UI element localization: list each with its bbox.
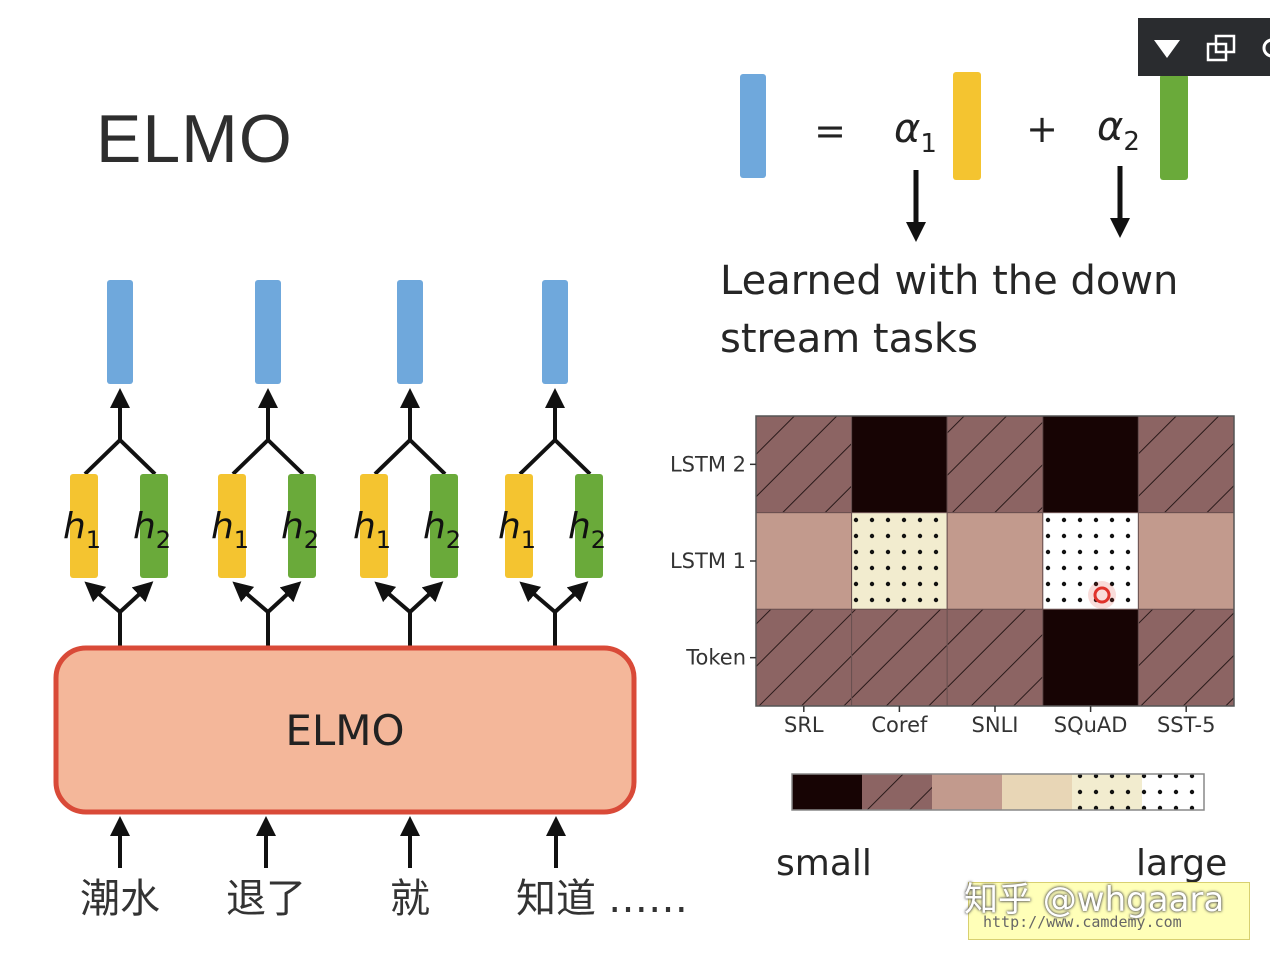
output-vector	[542, 280, 568, 384]
heatmap-cell	[1137, 512, 1235, 610]
heatmap-cell	[1042, 512, 1139, 610]
layer1-vector-yellow	[953, 72, 981, 180]
hidden-state-label: h2	[133, 506, 171, 554]
input-token: 就	[390, 876, 430, 922]
heatmap-cell	[1137, 415, 1235, 514]
heatmap-cell	[946, 512, 1044, 610]
heatmap-row-label: LSTM 1	[670, 549, 746, 573]
camtasia-badge: http://www.camdemy.com	[968, 882, 1250, 940]
forward-hidden-h1	[360, 474, 388, 578]
heatmap-row-label: LSTM 2	[670, 452, 746, 476]
forward-hidden-h1	[218, 474, 246, 578]
backward-hidden-h2	[288, 474, 316, 578]
camtasia-url: http://www.camdemy.com	[983, 913, 1182, 931]
split-arrow-left	[519, 581, 557, 614]
split-arrow-right	[266, 581, 302, 614]
cursor-indicator	[1093, 586, 1111, 604]
heatmap-cell	[946, 608, 1044, 707]
heatmap-cell	[755, 608, 853, 707]
heatmap-col-label: SRL	[784, 713, 824, 737]
input-token: ……	[608, 876, 688, 922]
layer-weight-heatmap: LSTM 2 LSTM 1 Token SRL Coref SNLI SQuAD SST-5	[670, 415, 1235, 811]
merge-lines	[83, 437, 157, 476]
heatmap-col-label: SST-5	[1157, 713, 1216, 737]
split-arrow-left	[374, 581, 412, 614]
elmo-encoder-box	[53, 645, 637, 815]
output-vector	[397, 280, 423, 384]
legend-large-label: large	[1136, 843, 1228, 884]
input-token: 潮水	[80, 876, 160, 922]
forward-hidden-h1	[505, 474, 533, 578]
layer2-vector-green	[1160, 74, 1188, 180]
input-token: 知道	[516, 876, 596, 922]
backward-hidden-h2	[430, 474, 458, 578]
heatmap-cell	[851, 608, 948, 707]
heatmap-cell	[851, 512, 948, 610]
plus-sign: +	[1026, 107, 1058, 151]
heatmap-cell	[946, 415, 1044, 514]
heatmap-cell	[851, 415, 948, 514]
elmo-encoder-label: ELMO	[285, 706, 404, 755]
merge-lines	[231, 437, 305, 476]
output-vector	[107, 280, 133, 384]
backward-hidden-h2	[575, 474, 603, 578]
split-arrow-right	[408, 581, 444, 614]
backward-hidden-h2	[140, 474, 168, 578]
result-vector-blue	[740, 74, 766, 178]
heatmap-cell	[1042, 415, 1139, 514]
slide-title: ELMO	[96, 101, 293, 177]
learned-note: Learned with the down stream tasks	[720, 252, 1178, 368]
heatmap-cell	[755, 512, 853, 610]
alpha1-symbol: α1	[894, 106, 937, 159]
heatmap-legend	[791, 773, 1205, 811]
heatmap-col-label: Coref	[871, 713, 928, 737]
settings-icon[interactable]	[1262, 38, 1270, 58]
split-arrow-left	[84, 581, 122, 614]
heatmap-cell	[1042, 608, 1139, 707]
heatmap-cell	[755, 415, 853, 514]
input-token: 退了	[226, 876, 306, 922]
output-vector	[255, 280, 281, 384]
legend-small-label: small	[776, 843, 872, 884]
alpha2-symbol: α2	[1097, 104, 1140, 157]
split-arrow-left	[232, 581, 270, 614]
learned-line-1: Learned with the down	[720, 258, 1179, 304]
heatmap-col-label: SQuAD	[1054, 713, 1128, 737]
player-toolbar	[1138, 18, 1270, 76]
merge-lines	[518, 437, 592, 476]
restore-window-icon[interactable]	[1206, 34, 1236, 62]
heatmap-col-label: SNLI	[972, 713, 1019, 737]
split-arrow-right	[553, 581, 589, 614]
merge-lines	[373, 437, 447, 476]
heatmap-cell	[1137, 608, 1235, 707]
heatmap-row-label: Token	[685, 646, 746, 670]
dropdown-icon[interactable]	[1154, 40, 1180, 58]
learned-line-2: stream tasks	[720, 316, 978, 362]
forward-hidden-h1	[70, 474, 98, 578]
equals-sign: =	[814, 109, 846, 153]
split-arrow-right	[118, 581, 154, 614]
zhihu-watermark: 知乎 @whgaara	[964, 880, 1225, 920]
weighted-sum-equation: = α1 + α2	[740, 72, 1188, 242]
